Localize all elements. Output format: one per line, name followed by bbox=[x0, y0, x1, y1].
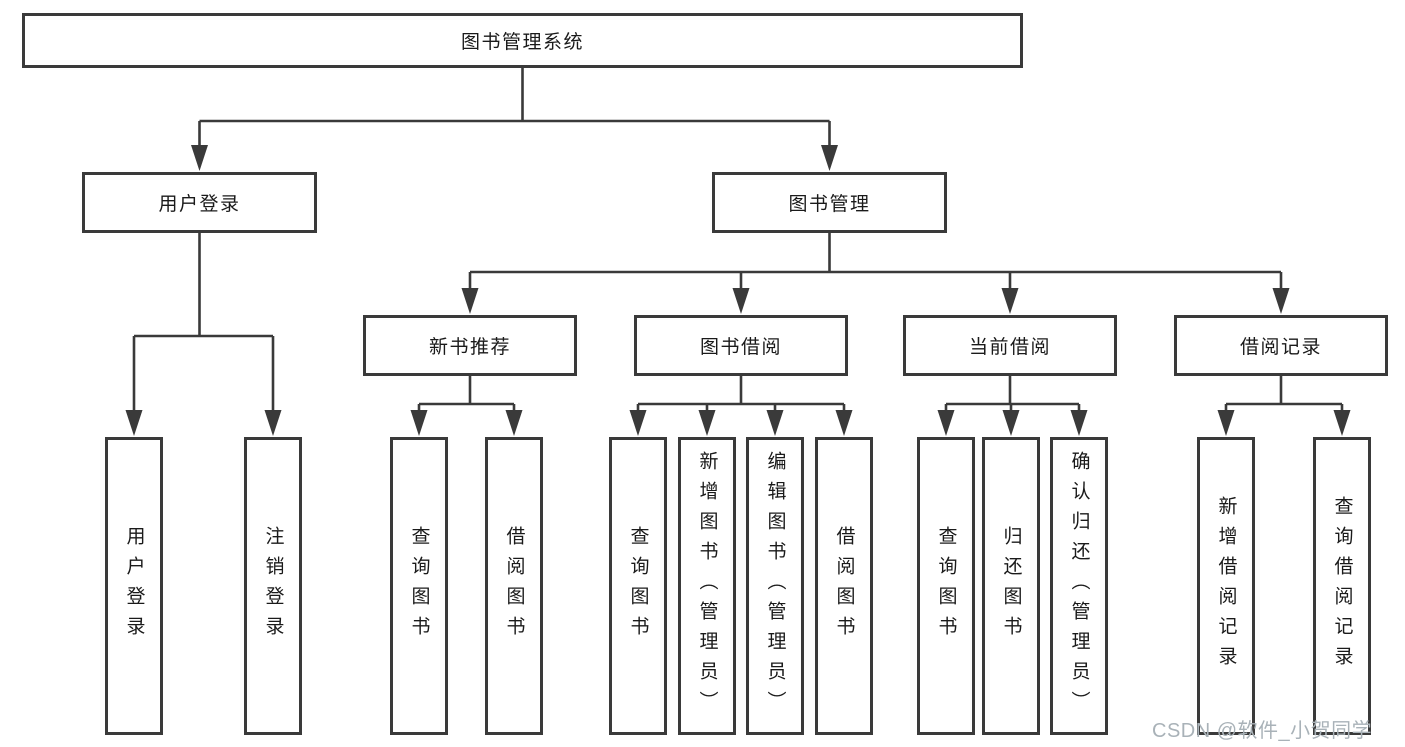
csdn-watermark: CSDN @软件_小贺同学 bbox=[1152, 720, 1373, 742]
leaf-return-books-label: 归还图书 bbox=[1000, 526, 1022, 646]
node-borrow-records: 借阅记录 bbox=[1174, 315, 1388, 376]
leaf-query-books-borrow-label: 查询图书 bbox=[627, 526, 649, 646]
leaf-borrow-books-label: 借阅图书 bbox=[833, 526, 855, 646]
leaf-borrow-books-recommend-label: 借阅图书 bbox=[503, 526, 525, 646]
node-book-borrow: 图书借阅 bbox=[634, 315, 848, 376]
leaf-confirm-return-admin-label: 确认归还（管理员） bbox=[1068, 451, 1090, 721]
leaf-borrow-books: 借阅图书 bbox=[815, 437, 873, 735]
leaf-query-borrow-record-label: 查询借阅记录 bbox=[1331, 496, 1353, 676]
leaf-edit-books-admin-label: 编辑图书（管理员） bbox=[764, 451, 786, 721]
leaf-query-books-recommend-label: 查询图书 bbox=[408, 526, 430, 646]
leaf-add-borrow-record: 新增借阅记录 bbox=[1197, 437, 1255, 735]
leaf-query-books-current-label: 查询图书 bbox=[935, 526, 957, 646]
leaf-query-books-recommend: 查询图书 bbox=[390, 437, 448, 735]
leaf-user-login-label: 用户登录 bbox=[123, 526, 145, 646]
node-new-book-recommend: 新书推荐 bbox=[363, 315, 577, 376]
leaf-add-books-admin-label: 新增图书（管理员） bbox=[696, 451, 718, 721]
leaf-query-borrow-record: 查询借阅记录 bbox=[1313, 437, 1371, 735]
node-library-management-system: 图书管理系统 bbox=[22, 13, 1023, 68]
leaf-add-books-admin: 新增图书（管理员） bbox=[678, 437, 736, 735]
node-user-login: 用户登录 bbox=[82, 172, 317, 233]
leaf-edit-books-admin: 编辑图书（管理员） bbox=[746, 437, 804, 735]
leaf-borrow-books-recommend: 借阅图书 bbox=[485, 437, 543, 735]
node-book-management: 图书管理 bbox=[712, 172, 947, 233]
leaf-query-books-borrow: 查询图书 bbox=[609, 437, 667, 735]
leaf-return-books: 归还图书 bbox=[982, 437, 1040, 735]
leaf-user-login: 用户登录 bbox=[105, 437, 163, 735]
leaf-add-borrow-record-label: 新增借阅记录 bbox=[1215, 496, 1237, 676]
leaf-logout-label: 注销登录 bbox=[262, 526, 284, 646]
leaf-confirm-return-admin: 确认归还（管理员） bbox=[1050, 437, 1108, 735]
leaf-query-books-current: 查询图书 bbox=[917, 437, 975, 735]
node-current-borrow: 当前借阅 bbox=[903, 315, 1117, 376]
leaf-logout: 注销登录 bbox=[244, 437, 302, 735]
